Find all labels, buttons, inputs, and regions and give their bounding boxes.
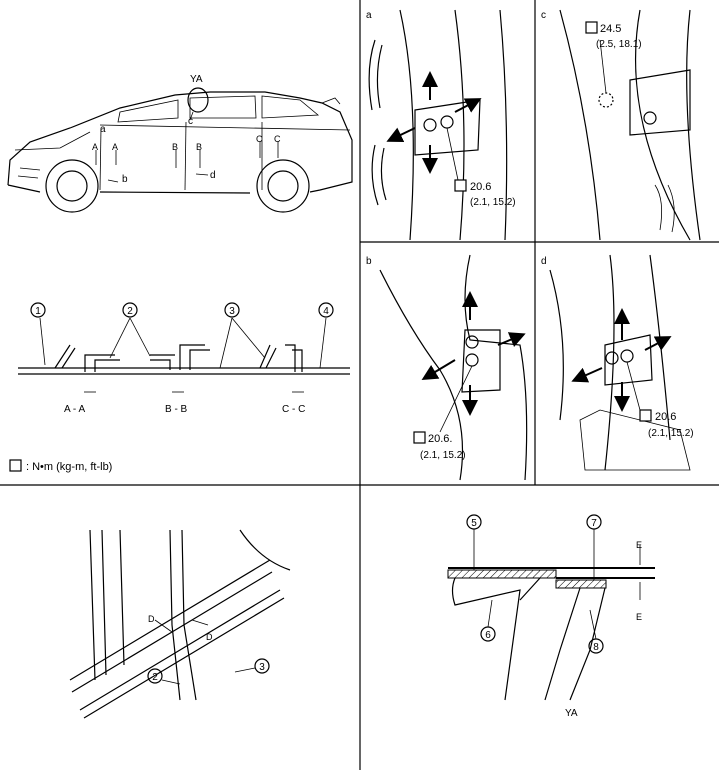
section-part-numbers: 1 2 3 4 [30,302,334,318]
panel-b-torque: 20.6. [428,433,452,445]
detail-e-part-8: 8 [593,642,599,653]
panel-d-torque: 20.6 [655,411,676,423]
panel-b-label: b [366,256,372,267]
torque-icon-legend [9,459,22,472]
point-a: a [100,124,106,135]
legend-text: : N•m (kg-m, ft-lb) [26,461,112,473]
detail-e-part-5: 5 [471,518,477,529]
detail-d-part-2: 2 [152,672,158,683]
panel-d-label: d [541,256,547,267]
panel-a-label: a [366,10,372,21]
panel-c-torque: 24.5 [600,23,621,35]
panel-a-torque: 20.6 [470,181,491,193]
section-labels: A - A B - B C - C [64,404,305,415]
part-3: 3 [229,306,235,317]
torque-legend: : N•m (kg-m, ft-lb) [9,459,112,473]
section-label-bb: B - B [165,404,188,415]
section-mark-a1: A [92,142,98,152]
mark-d2: D [206,632,213,642]
detail-e-part-6: 6 [485,630,491,641]
point-b: b [122,174,128,185]
panel-d: d 20.6 (2.1, 15.2) [541,254,694,471]
mark-e2: E [636,612,642,622]
panel-c-torque-sub: (2.5, 18.1) [596,39,642,50]
section-mark-a2: A [112,142,118,152]
section-label-aa: A - A [64,404,85,415]
overview-labels: YA a b c d A A B B C C [92,74,281,185]
torque-icon-b [413,431,426,444]
section-mark-c1: C [256,134,263,144]
panel-c: c 24.5 (2.5, 18.1) [541,9,701,241]
point-c: c [188,116,193,127]
panel-a-torque-sub: (2.1, 15.2) [470,197,516,208]
detail-e: E E 5 6 7 8 YA [447,514,655,719]
panel-c-label: c [541,10,546,21]
section-label-cc: C - C [282,404,305,415]
part-2: 2 [127,306,133,317]
section-mark-c2: C [274,134,281,144]
section-views [18,317,350,393]
detail-e-view-label: YA [565,708,578,719]
panel-a: a 20.6 (2.1, 15.2) [366,9,516,241]
point-d: d [210,170,216,181]
overview-leaders [95,111,279,183]
torque-icon-a [454,179,467,192]
part-1: 1 [35,306,41,317]
detail-d: D D 2 3 [69,529,291,719]
panel-d-torque-sub: (2.1, 15.2) [648,428,694,439]
panel-b-torque-sub: (2.1, 15.2) [420,450,466,461]
view-label-ya: YA [190,74,203,85]
detail-e-part-7: 7 [591,518,597,529]
mark-e1: E [636,540,642,550]
section-mark-b1: B [172,142,178,152]
mark-d1: D [148,614,155,624]
section-mark-b2: B [196,142,202,152]
torque-icon-c [585,21,598,34]
car-overview [7,87,353,213]
detail-d-part-3: 3 [259,662,265,673]
torque-icon-d [639,409,652,422]
panel-b: b 20.6. (2.1, 15.2) [366,254,528,481]
part-4: 4 [323,306,329,317]
